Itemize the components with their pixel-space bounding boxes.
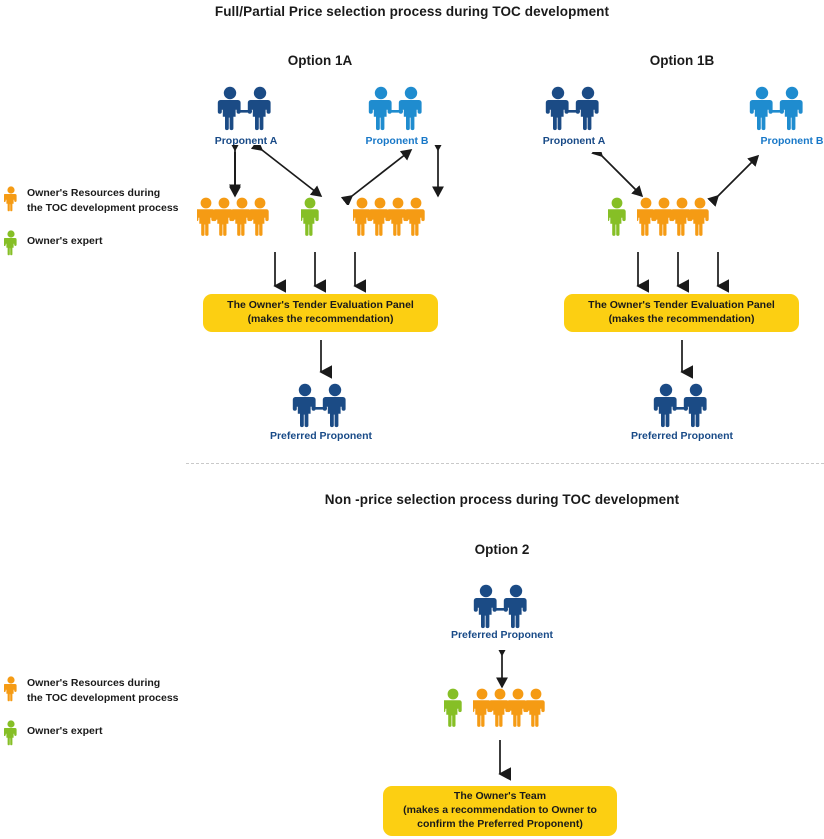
person-icon-green — [3, 720, 18, 751]
person-pair-icon-dark-blue — [469, 584, 535, 634]
option-2-arrow-to-panel — [489, 738, 512, 788]
person-icon-orange — [3, 676, 18, 707]
option-1b-preferred-proponent — [649, 383, 715, 434]
section-divider — [186, 463, 824, 464]
owner-resources-right-group — [353, 197, 427, 239]
person-pair-icon-dark-blue — [213, 86, 279, 136]
option-1b-arrows-upper — [590, 145, 770, 212]
person-pair-icon-dark-blue — [288, 383, 354, 433]
option-2-bidirectional-arrow — [492, 645, 512, 697]
owner-resources-group — [471, 688, 547, 734]
legend-label-owner-expert: Owner's expert — [27, 725, 103, 737]
option-1b-proponent-a — [541, 86, 607, 137]
option-1b-evaluation-panel[interactable]: The Owner's Tender Evaluation Panel (mak… — [564, 294, 799, 332]
legend-item-owner-expert: Owner's expert — [3, 230, 184, 261]
legend-item-owner-expert: Owner's expert — [3, 720, 184, 751]
option-1b-proponent-a-label: Proponent A — [542, 135, 606, 147]
legend-bottom: Owner's Resources during the TOC develop… — [3, 676, 184, 751]
option-2-panel-line3: confirm the Preferred Proponent) — [417, 817, 583, 830]
option-1a-expert — [299, 197, 321, 244]
option-1a-proponent-b-label: Proponent B — [365, 135, 429, 147]
top-section-title: Full/Partial Price selection process dur… — [214, 4, 610, 19]
owner-expert-icon — [299, 197, 321, 243]
option-1a-proponent-b — [364, 86, 430, 137]
option-1a-resource-right-group — [353, 197, 427, 239]
option-1a-arrows-upper — [190, 139, 460, 210]
option-1b-resource-group — [635, 197, 711, 244]
owner-resources-left-group — [197, 197, 271, 239]
person-pair-icon-dark-blue — [541, 86, 607, 136]
legend-label-owner-expert: Owner's expert — [27, 235, 103, 247]
person-pair-icon-dark-blue — [649, 383, 715, 433]
option-1a-arrow-to-outcome — [310, 338, 333, 385]
legend-item-owner-resources: Owner's Resources during the TOC develop… — [3, 676, 184, 707]
option-1b-proponent-b — [745, 86, 811, 137]
option-1a-outcome-label: Preferred Proponent — [269, 430, 373, 442]
person-icon-orange — [3, 186, 18, 217]
option-1b-proponent-b-label: Proponent B — [760, 135, 824, 147]
option-2-owners-team-panel[interactable]: The Owner's Team (makes a recommendation… — [383, 786, 617, 836]
option-2-preferred-proponent — [469, 584, 535, 635]
person-pair-icon-light-blue — [745, 86, 811, 136]
legend-label-owner-resources: Owner's Resources during the TOC develop… — [27, 187, 179, 214]
option-1b-panel-line2: (makes the recommendation) — [608, 313, 755, 325]
option-1b-outcome-label: Preferred Proponent — [630, 430, 734, 442]
bottom-section-title: Non -price selection process during TOC … — [324, 492, 680, 507]
option-1a-resource-group — [197, 197, 271, 239]
option-1b-arrow-to-outcome — [671, 338, 694, 385]
owner-expert-icon — [606, 197, 628, 243]
option-1a-proponent-a — [213, 86, 279, 137]
option-1a-preferred-proponent — [288, 383, 354, 434]
option-2-panel-line1: The Owner's Team — [453, 790, 547, 803]
person-pair-icon-light-blue — [364, 86, 430, 136]
option-1b-expert — [606, 197, 628, 244]
option-2-panel-line2: (makes a recommendation to Owner to — [403, 804, 597, 817]
owner-expert-icon — [442, 688, 464, 734]
option-1b-arrows-to-panel — [618, 250, 748, 300]
option-2-resource-group — [471, 688, 547, 735]
option-1a-panel-line1: The Owner's Tender Evaluation Panel — [227, 299, 414, 312]
legend-item-owner-resources: Owner's Resources during the TOC develop… — [3, 186, 184, 217]
option-1a-panel-line2: (makes the recommendation) — [247, 313, 394, 325]
owner-resources-group — [635, 197, 711, 243]
option-1b-panel-line1: The Owner's Tender Evaluation Panel — [588, 299, 775, 312]
option-1b-title: Option 1B — [649, 53, 715, 68]
option-1a-title: Option 1A — [287, 53, 353, 68]
option-1a-evaluation-panel[interactable]: The Owner's Tender Evaluation Panel (mak… — [203, 294, 438, 332]
option-2-expert — [442, 688, 464, 735]
legend-top: Owner's Resources during the TOC develop… — [3, 186, 184, 261]
option-1a-arrows-to-panel — [255, 250, 385, 300]
option-2-title: Option 2 — [474, 542, 530, 557]
person-icon-green — [3, 230, 18, 261]
option-2-proponent-label: Preferred Proponent — [450, 629, 554, 641]
legend-label-owner-resources: Owner's Resources during the TOC develop… — [27, 677, 179, 704]
